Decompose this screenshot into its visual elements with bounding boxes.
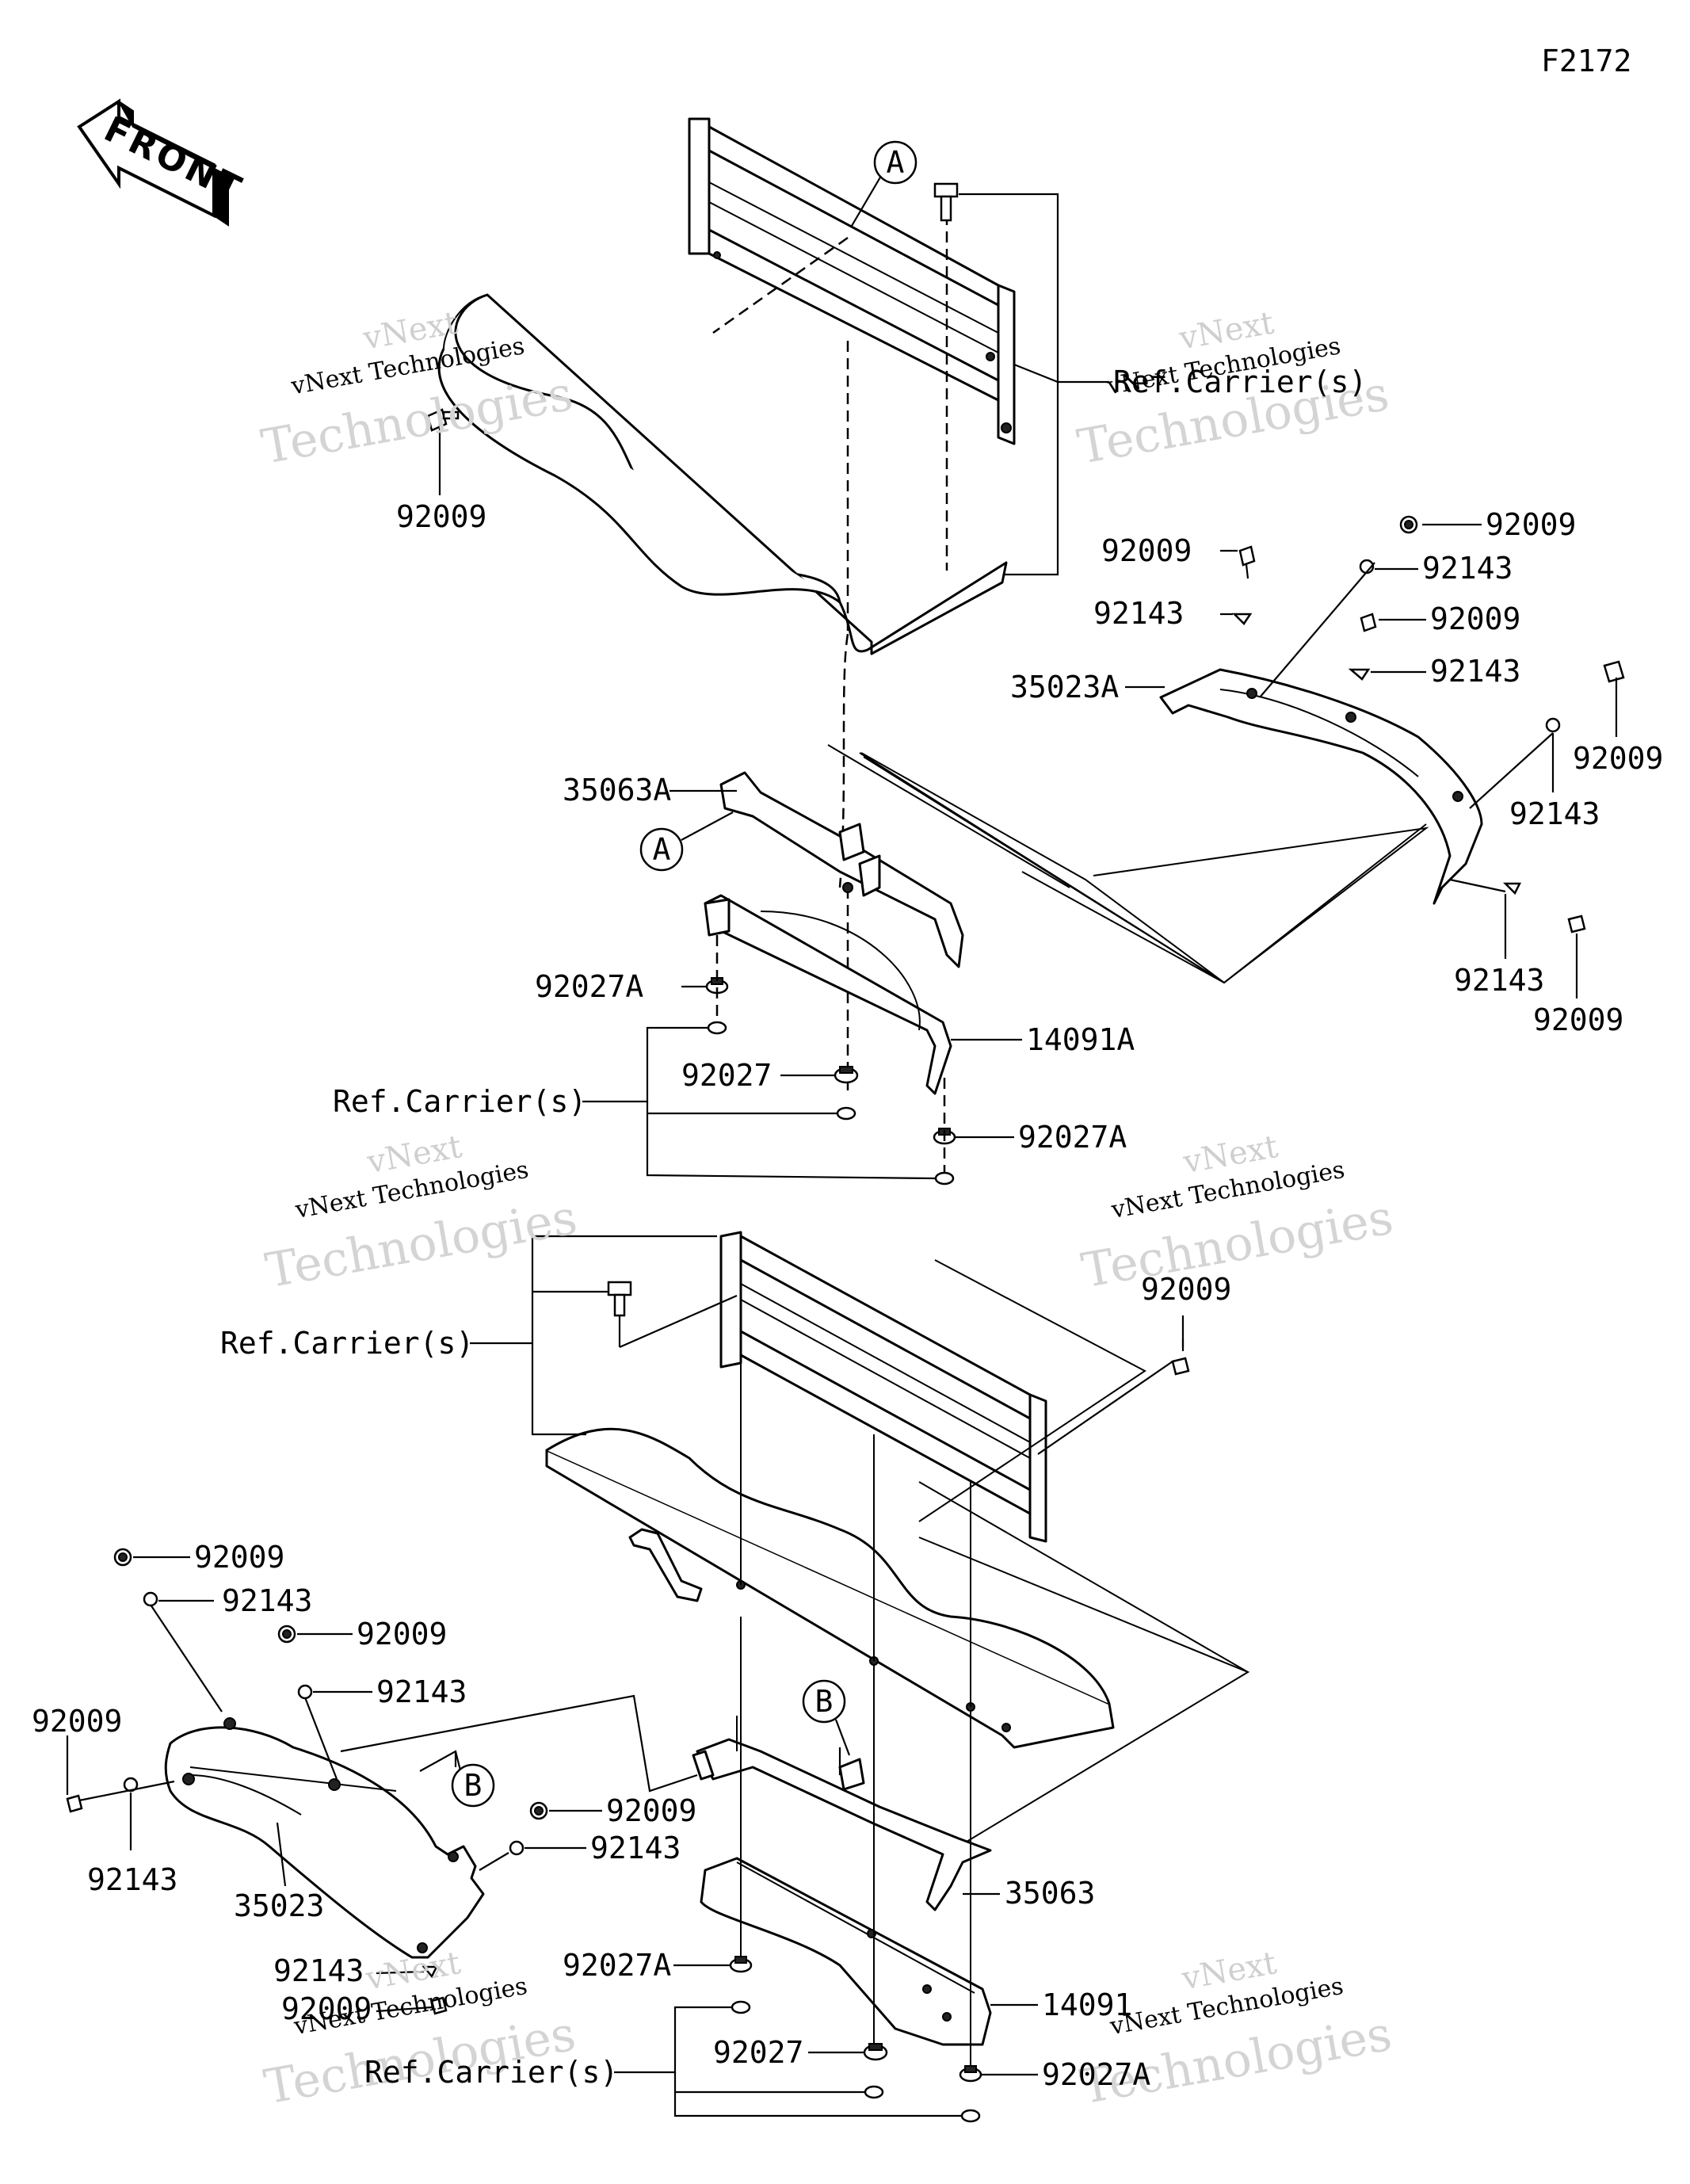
lower-fender-35023	[164, 1717, 485, 1959]
bolt-left-upper	[426, 408, 460, 432]
nut-92027a-2	[707, 1021, 727, 1035]
front-direction-arrow: FRONT	[77, 98, 250, 227]
svg-text:A: A	[653, 832, 671, 867]
label-92027a-4: 92027A	[1042, 2057, 1150, 2092]
label-92143-10: 92143	[273, 1953, 364, 1988]
bolt-lower-top	[607, 1281, 632, 1317]
label-92009-11: 92009	[606, 1793, 696, 1828]
svg-text:B: B	[815, 1684, 834, 1719]
label-92009-3: 92009	[1486, 507, 1576, 542]
label-35023a: 35023A	[1010, 670, 1119, 704]
nut-92027a-8	[960, 2109, 981, 2123]
ref-circle-b-bottom: B	[451, 1751, 495, 1808]
label-ref-carrier-3: Ref.Carrier(s)	[220, 1326, 474, 1361]
label-92143-7: 92143	[376, 1674, 467, 1709]
upper-nuts	[705, 935, 956, 1186]
ref-circle-a-top: A	[851, 140, 917, 227]
label-92027a-2: 92027A	[1018, 1120, 1127, 1155]
label-92143-2: 92143	[1422, 551, 1513, 586]
label-92027a-1: 92027A	[535, 969, 643, 1004]
upper-leader-lines	[438, 193, 1618, 1180]
ref-circle-b-top: B	[802, 1679, 851, 1756]
label-92009-2: 92009	[1101, 533, 1192, 568]
label-92143-1: 92143	[1093, 596, 1184, 631]
nut-92027a-5	[729, 1956, 753, 1973]
ref-circle-a-bottom: A	[639, 811, 734, 872]
label-35063: 35063	[1005, 1876, 1095, 1911]
bolt-top-upper	[933, 182, 959, 222]
upper-outline-lines	[859, 752, 1429, 984]
nut-92027-2	[836, 1106, 856, 1121]
label-92009-1: 92009	[396, 499, 486, 534]
lower-crossbar-14091	[700, 1857, 992, 2046]
lower-bracket-35063	[692, 1716, 992, 1911]
label-14091: 14091	[1042, 1987, 1132, 2022]
label-35063a: 35063A	[563, 773, 671, 808]
label-92143-9: 92143	[590, 1831, 681, 1865]
label-92009-6: 92009	[1533, 1002, 1623, 1037]
nut-92027	[834, 1066, 859, 1084]
label-ref-carrier-4: Ref.Carrier(s)	[364, 2055, 618, 2090]
watermark-3: vNext vNext Technologies Technologies	[261, 1128, 581, 1299]
nut-92027a-6	[731, 2000, 751, 2014]
label-14091a: 14091A	[1026, 1022, 1135, 1057]
lower-fender-hardware	[66, 1548, 548, 2015]
svg-text:B: B	[464, 1768, 483, 1803]
nut-92027-3	[863, 2043, 888, 2061]
upper-bracket-35063a	[719, 744, 1070, 968]
upper-tailgate-panel	[437, 117, 1016, 655]
upper-fender-35023a	[1159, 668, 1483, 905]
label-92027a-3: 92027A	[563, 1948, 671, 1983]
bolt-lower-right	[1171, 1357, 1190, 1376]
lower-nuts	[729, 1617, 982, 2123]
label-92143-8: 92143	[87, 1862, 177, 1897]
lower-tailgate-panel	[545, 1231, 1249, 1749]
label-92143-6: 92143	[222, 1583, 312, 1618]
part-labels: Ref.Carrier(s) 92009 92009 92143 92009 9…	[32, 365, 1663, 2092]
label-92143-3: 92143	[1430, 654, 1520, 689]
label-92009-4: 92009	[1430, 601, 1520, 636]
label-92009-5: 92009	[1573, 741, 1663, 776]
label-92009-8: 92009	[194, 1540, 284, 1575]
upper-hardware	[426, 182, 959, 1094]
label-92009-9: 92009	[357, 1617, 447, 1651]
label-92143-5: 92143	[1454, 963, 1544, 998]
label-92009-10: 92009	[32, 1704, 122, 1739]
nut-92027a-4	[934, 1171, 955, 1186]
label-92009-12: 92009	[281, 1991, 372, 2026]
label-92009-7: 92009	[1141, 1272, 1231, 1307]
svg-text:A: A	[887, 145, 905, 180]
label-92027-2: 92027	[713, 2035, 803, 2070]
nut-92027a-7	[959, 2065, 982, 2083]
upper-crossbar-14091a	[704, 894, 952, 1095]
upper-fender-hardware	[1231, 515, 1625, 934]
label-92143-4: 92143	[1509, 796, 1600, 831]
label-ref-carrier-1: Ref.Carrier(s)	[1113, 365, 1367, 399]
nut-92027-4	[864, 2085, 884, 2099]
lower-hardware	[607, 1259, 1250, 1847]
label-35023: 35023	[234, 1888, 324, 1923]
figure-code: F2172	[1541, 44, 1631, 78]
label-ref-carrier-2: Ref.Carrier(s)	[333, 1084, 586, 1119]
label-92027-1: 92027	[681, 1058, 772, 1093]
